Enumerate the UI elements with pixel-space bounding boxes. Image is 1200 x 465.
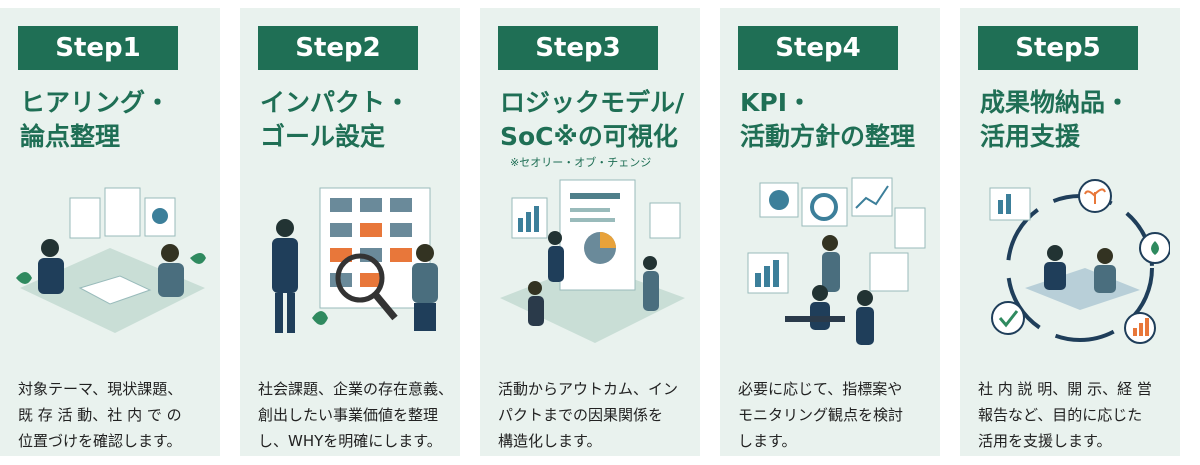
- step-description: 対象テーマ、現状課題、 既 存 活 動、社 内 で の 位置づけを確認します。: [18, 380, 183, 450]
- cycle-icon: [989, 179, 1170, 344]
- step-title: インパクト・ ゴール設定: [260, 88, 411, 151]
- step-description: 社 内 説 明、開 示、経 営 報告など、目的に応じた 活用を支援します。: [978, 380, 1152, 450]
- step-badge: Step4: [738, 26, 898, 70]
- meeting-icon: [16, 187, 206, 333]
- step-title: ロジックモデル/ SoC※の可視化: [500, 88, 685, 151]
- document-analysis-icon: [500, 179, 685, 343]
- step-card-4: Step4 KPI・ 活動方針の整理 必要に応じて、指標案や モニタリング観点を…: [720, 8, 940, 456]
- step-card-2: Step2 インパクト・ ゴール設定 社会課題、企業の存: [240, 8, 460, 456]
- step-title: ヒアリング・ 論点整理: [20, 88, 171, 151]
- step-badge: Step5: [978, 26, 1138, 70]
- step-title: 成果物納品・ 活用支援: [980, 88, 1131, 151]
- step-badge: Step2: [258, 26, 418, 70]
- dashboard-icon: [747, 177, 926, 345]
- step-description: 必要に応じて、指標案や モニタリング観点を検討 します。: [738, 380, 904, 450]
- soc-footnote: ※セオリー・オブ・チェンジ: [510, 156, 652, 169]
- step-card-3: Step3 ロジックモデル/ SoC※の可視化 ※セオリー・オブ・チェンジ 活動…: [480, 8, 700, 456]
- step-badge: Step3: [498, 26, 658, 70]
- step-description: 活動からアウトカム、イン パクトまでの因果関係を 構造化します。: [498, 380, 679, 450]
- step-title: KPI・ 活動方針の整理: [740, 88, 916, 151]
- step-card-5: Step5 成果物納品・ 活用支援 社 内 説 明、開 示、経 営 報告など、目…: [960, 8, 1180, 456]
- step-badge: Step1: [18, 26, 178, 70]
- step-description: 社会課題、企業の存在意義、 創出したい事業価値を整理 し、WHYを明確にします。: [258, 380, 454, 450]
- step-card-1: Step1 ヒアリング・ 論点整理 対象テーマ、現状課題、 既 存 活 動、社 …: [0, 8, 220, 456]
- flowchart-icon: [272, 187, 438, 333]
